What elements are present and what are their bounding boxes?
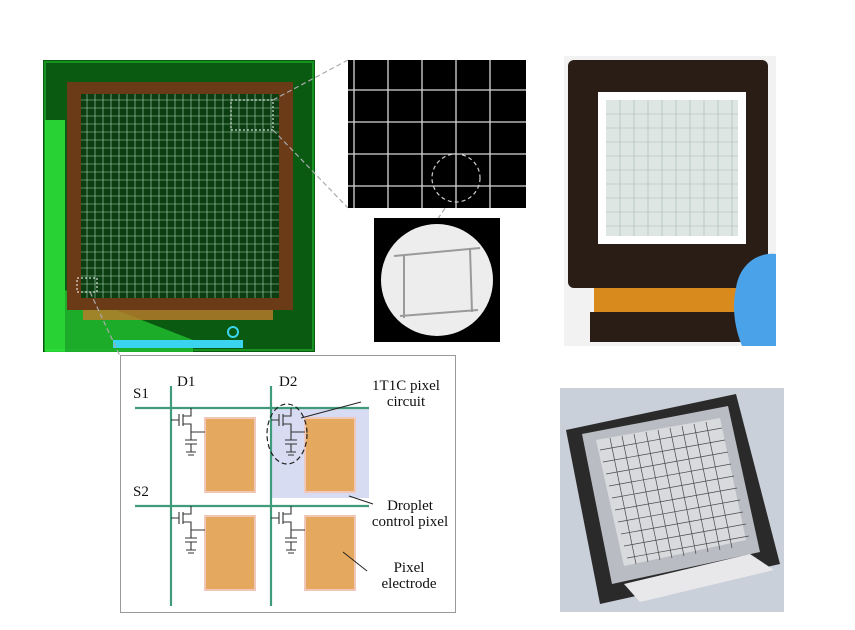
pixel-circuit-schematic: S1 S2 D1 D2 1T1C pixel circuit Droplet c…: [120, 355, 456, 613]
pixel-electrode: [304, 417, 356, 493]
microscope-grid-image: [348, 60, 526, 208]
data-line-label: D1: [177, 374, 196, 390]
schematic-drawing: [135, 386, 374, 606]
packaged-chip-photo: [564, 56, 776, 346]
scan-line-label: S1: [133, 386, 149, 402]
pixel-electrode: [204, 515, 256, 591]
callout-droplet-control-pixel: Droplet control pixel: [371, 498, 449, 530]
pixel-electrode: [304, 515, 356, 591]
callout-1t1c-circuit: 1T1C pixel circuit: [372, 378, 440, 410]
chip-layout-image: [43, 60, 315, 352]
chip-angled-photo: [560, 388, 784, 612]
zoomed-pixel-micrograph: [374, 218, 500, 342]
callout-pixel-electrode: Pixel electrode: [381, 560, 437, 592]
transistor-capacitor-symbol-icon: [171, 408, 305, 554]
pixel-electrode: [204, 417, 256, 493]
scan-line-label: S2: [133, 484, 149, 500]
dashed-circle-marker-icon: [431, 153, 481, 203]
circuit-highlight-ellipse: [266, 403, 308, 465]
data-line-label: D2: [279, 374, 298, 390]
